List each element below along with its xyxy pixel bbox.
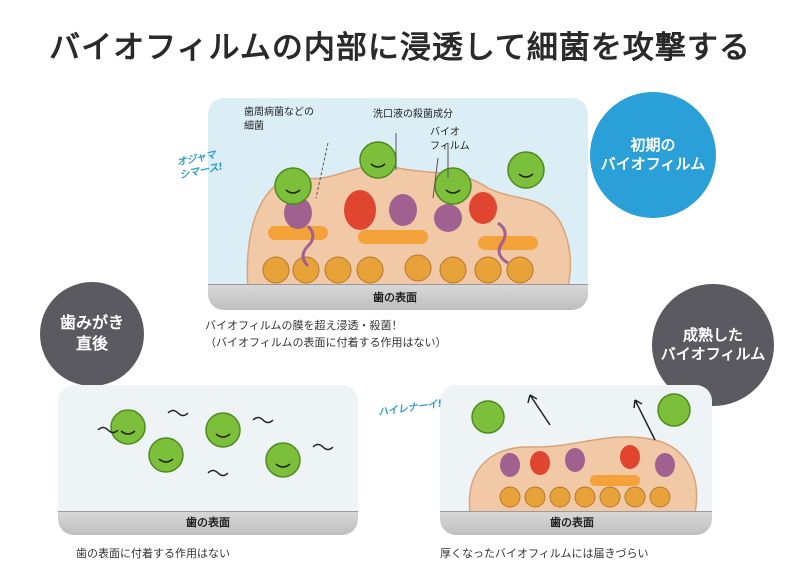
tooth-surface xyxy=(440,511,712,535)
page-title: バイオフィルムの内部に浸透して細菌を攻撃する xyxy=(49,30,751,66)
red-bacterium xyxy=(344,190,376,230)
surface-label: 歯の表面 xyxy=(186,516,230,529)
caption-no-adhesion: 歯の表面に付着する作用はない xyxy=(76,547,230,560)
green-bacterium xyxy=(471,393,691,434)
label-after-brushing: 歯みがき 直後 xyxy=(40,282,144,386)
rod-bacterium xyxy=(358,230,428,244)
exclamation-hairenai: ハイレナーイ! xyxy=(377,398,443,419)
callout-biofilm: バイオ フィルム xyxy=(430,127,470,152)
panel-after-brushing: 歯の表面 xyxy=(58,385,358,535)
callout-saliva: 洗口液の殺菌成分 xyxy=(373,109,453,120)
panel-early-biofilm: 歯周病菌などの 細菌 洗口液の殺菌成分 バイオ フィルム 歯の表面 xyxy=(208,98,588,310)
green-bacterium xyxy=(274,141,545,205)
note-penetration: バイオフィルムの膜を超え浸透・殺菌！ （バイオフィルムの表面に付着する作用はない… xyxy=(205,319,447,349)
green-bacterium xyxy=(110,409,301,478)
purple-bacterium xyxy=(389,194,417,226)
after-brushing-illustration xyxy=(97,409,334,478)
red-bacterium xyxy=(469,192,497,224)
surface-label: 歯の表面 xyxy=(550,516,594,529)
label-early-biofilm: 初期の バイオフィルム xyxy=(590,92,716,218)
panel-mature-biofilm: 歯の表面 xyxy=(440,385,712,535)
early-biofilm-illustration xyxy=(246,133,572,289)
rod-bacterium xyxy=(478,236,538,250)
mature-biofilm-illustration xyxy=(468,393,698,514)
tooth-surface xyxy=(58,511,358,535)
callout-bacteria: 歯周病菌などの 細菌 xyxy=(244,107,314,132)
tooth-surface xyxy=(208,284,588,310)
surface-label: 歯の表面 xyxy=(373,291,417,304)
purple-bacterium xyxy=(434,204,462,232)
caption-hard-to-reach: 厚くなったバイオフィルムには届きづらい xyxy=(440,547,649,560)
cocci-row xyxy=(262,254,534,284)
purple-bacterium xyxy=(284,197,312,229)
